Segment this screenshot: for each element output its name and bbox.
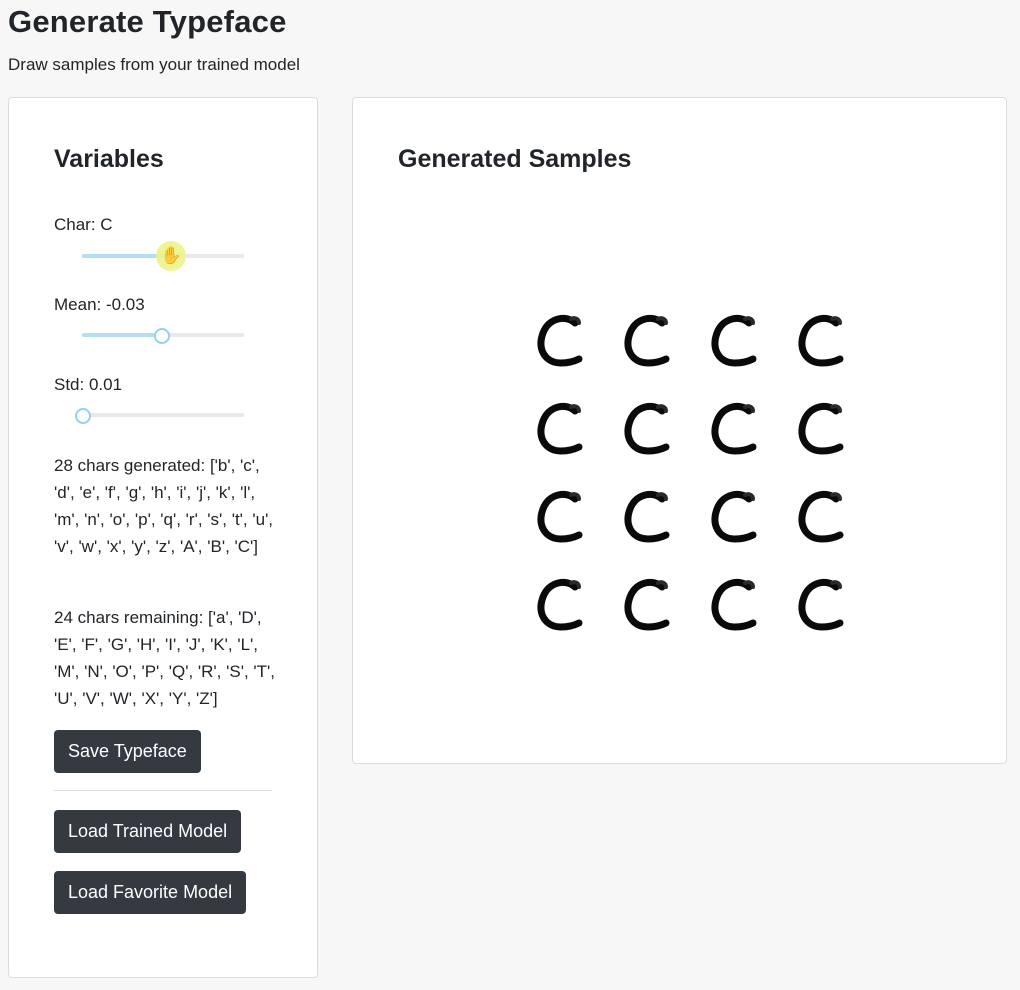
remaining-chars-text: 24 chars remaining: ['a', 'D', 'E', 'F',…: [54, 608, 275, 708]
handwritten-c-glyph: [798, 578, 844, 631]
handwritten-c-glyph: [711, 490, 757, 543]
sample-image: [521, 473, 597, 561]
sample-image: [521, 385, 597, 473]
load-trained-model-button[interactable]: Load Trained Model: [54, 810, 242, 853]
handwritten-c-glyph: [624, 314, 670, 367]
handwritten-c-glyph: [624, 490, 670, 543]
sample-image: [695, 385, 771, 473]
save-typeface-button[interactable]: Save Typeface: [54, 730, 201, 773]
std-label: Std: 0.01: [54, 375, 123, 394]
sample-image: [521, 561, 597, 649]
handwritten-c-glyph: [624, 402, 670, 455]
handwritten-c-glyph: [537, 490, 583, 543]
page-title: Generate Typeface: [8, 4, 287, 39]
mean-slider-thumb[interactable]: [154, 328, 171, 344]
sample-image: [695, 297, 771, 385]
variables-title: Variables: [54, 145, 164, 173]
handwritten-c-glyph: [537, 314, 583, 367]
handwritten-c-glyph: [798, 490, 844, 543]
sample-image: [608, 561, 684, 649]
divider: [54, 790, 272, 791]
sample-image: [608, 473, 684, 561]
mean-slider-fill: [82, 333, 162, 337]
std-slider[interactable]: [75, 405, 244, 425]
samples-title: Generated Samples: [398, 145, 632, 173]
char-slider-fill: [82, 254, 172, 258]
sample-image: [782, 473, 858, 561]
grab-hand-icon: ✋: [160, 246, 182, 265]
sample-image: [608, 297, 684, 385]
handwritten-c-glyph: [798, 314, 844, 367]
handwritten-c-glyph: [711, 314, 757, 367]
sample-image: [782, 297, 858, 385]
mean-slider[interactable]: [82, 325, 244, 345]
handwritten-c-glyph: [537, 402, 583, 455]
samples-grid: [521, 297, 858, 649]
sample-image: [782, 385, 858, 473]
handwritten-c-glyph: [798, 402, 844, 455]
sample-image: [695, 473, 771, 561]
sample-image: [695, 561, 771, 649]
handwritten-c-glyph: [624, 578, 670, 631]
sample-image: [608, 385, 684, 473]
variables-panel: Variables Char: C ✋ Mean: -0.03 Std: 0.0…: [8, 97, 318, 978]
samples-panel: Generated Samples: [352, 97, 1007, 764]
mean-label: Mean: -0.03: [54, 295, 145, 314]
char-slider[interactable]: ✋: [82, 241, 244, 271]
sample-image: [521, 297, 597, 385]
std-slider-thumb[interactable]: [75, 408, 91, 424]
handwritten-c-glyph: [537, 578, 583, 631]
char-label: Char: C: [54, 215, 113, 234]
page-subtitle: Draw samples from your trained model: [8, 55, 300, 74]
load-favorite-model-button[interactable]: Load Favorite Model: [54, 871, 247, 914]
char-slider-thumb[interactable]: ✋: [156, 241, 187, 271]
handwritten-c-glyph: [711, 402, 757, 455]
std-slider-track: [82, 413, 244, 417]
generated-chars-text: 28 chars generated: ['b', 'c', 'd', 'e',…: [54, 456, 274, 556]
handwritten-c-glyph: [711, 578, 757, 631]
sample-image: [782, 561, 858, 649]
